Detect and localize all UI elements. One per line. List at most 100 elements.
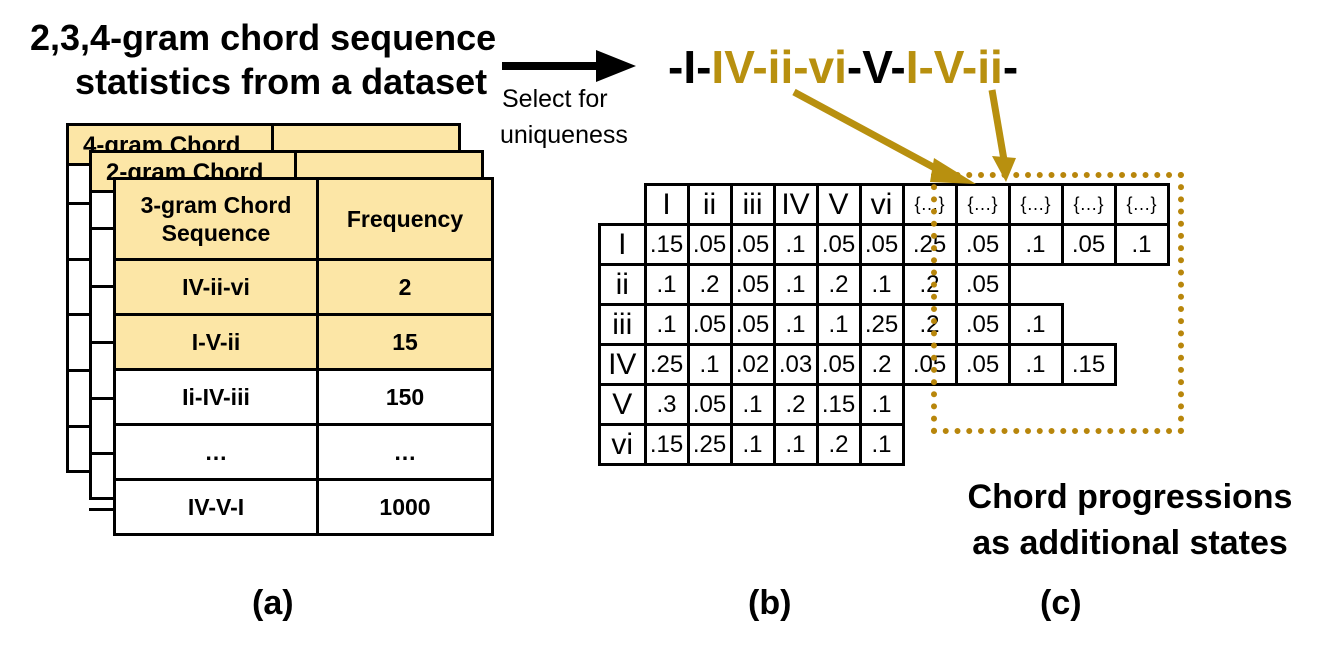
title: 2,3,4-gram chord sequence statistics fro… [30, 16, 496, 104]
row-tick [66, 313, 92, 316]
matrix-extra-header: {…} [1007, 183, 1064, 226]
matrix-cell: .15 [643, 423, 690, 466]
header-sequence: 3-gram Chord Sequence [113, 177, 319, 261]
caption-c-line-1: Chord progressions [967, 478, 1293, 516]
matrix-cell: .1 [858, 383, 905, 426]
caption-c-line-2: as additional states [972, 524, 1288, 562]
matrix-cell: .2 [686, 263, 733, 306]
matrix-extra-cell: .2 [901, 303, 958, 346]
select-arrow [502, 50, 636, 82]
gold-arrows [792, 88, 1016, 184]
matrix-cell: .25 [686, 423, 733, 466]
arrow-ivii-head [992, 156, 1016, 182]
panel-label-a: (a) [252, 584, 294, 622]
sequence-part: -V- [846, 41, 906, 93]
matrix-extra-cell: .05 [954, 343, 1011, 386]
chord-sequence: -I-IV-ii-vi-V-I-V-ii- [668, 40, 1018, 94]
additional-states-box [931, 172, 1184, 434]
arrow-ivii [988, 89, 1008, 161]
matrix-col-header: V [815, 183, 862, 226]
table-3gram-row: …… [113, 423, 494, 481]
row-tick [89, 508, 115, 511]
matrix-extra-cell: .05 [954, 303, 1011, 346]
frequency-cell: 15 [316, 313, 494, 371]
matrix-cell: .05 [686, 303, 733, 346]
matrix-row-header: ii [598, 263, 647, 306]
matrix-cell: .1 [729, 423, 776, 466]
matrix-extra-header: {…} [954, 183, 1011, 226]
matrix-cell: .1 [772, 263, 819, 306]
matrix-cell: .15 [643, 223, 690, 266]
table-3gram-header-row: 3-gram Chord Sequence Frequency [113, 177, 494, 261]
matrix-cell: .1 [686, 343, 733, 386]
sequence-cell: IV-V-I [113, 478, 319, 536]
matrix-row-header: V [598, 383, 647, 426]
matrix-cell: .05 [686, 223, 733, 266]
frequency-cell: 150 [316, 368, 494, 426]
sequence-highlight: I-V-ii [905, 41, 1003, 93]
matrix-cell: .1 [772, 303, 819, 346]
matrix-row-header: iii [598, 303, 647, 346]
matrix-cell: .1 [772, 223, 819, 266]
matrix-cell: .03 [772, 343, 819, 386]
matrix-extra-cell: .1 [1113, 223, 1170, 266]
matrix-row-header: vi [598, 423, 647, 466]
matrix-extra-cell: .15 [1060, 343, 1117, 386]
row-tick [89, 227, 115, 230]
matrix-cell: .1 [729, 383, 776, 426]
title-line-1: 2,3,4-gram chord sequence [30, 17, 497, 58]
matrix-row: I.15.05.05.1.05.05.25.05.1.05.1 [598, 223, 1170, 266]
matrix-cell: .05 [815, 223, 862, 266]
matrix-cell: .1 [815, 303, 862, 346]
matrix-col-header: iii [729, 183, 776, 226]
matrix-cell: .15 [815, 383, 862, 426]
matrix-cell: .02 [729, 343, 776, 386]
matrix-cell: .05 [729, 263, 776, 306]
table-2gram-divider [294, 153, 297, 193]
matrix-extra-cell: .05 [954, 223, 1011, 266]
matrix-col-header: ii [686, 183, 733, 226]
matrix-extra-cell: .1 [1007, 343, 1064, 386]
matrix-corner [600, 185, 646, 225]
matrix-extra-cell: .1 [1007, 303, 1064, 346]
matrix-extra-header: {…} [901, 183, 958, 226]
matrix-extra-cell: .05 [954, 263, 1011, 306]
table-4gram-divider [271, 126, 274, 166]
frequency-cell: 1000 [316, 478, 494, 536]
matrix-cell: .1 [772, 423, 819, 466]
matrix-col-header: I [643, 183, 690, 226]
matrix-extra-cell: .05 [901, 343, 958, 386]
matrix-cell: .2 [858, 343, 905, 386]
matrix-cell: .1 [643, 263, 690, 306]
arrow-ivii-vi-head [930, 158, 976, 184]
matrix-cell: .2 [815, 263, 862, 306]
caption-c: Chord progressions as additional states [960, 474, 1300, 566]
matrix-cell: .2 [815, 423, 862, 466]
frequency-cell: … [316, 423, 494, 481]
arrow-note: Select for uniqueness [500, 84, 628, 150]
row-tick [66, 258, 92, 261]
matrix-cell: .05 [729, 303, 776, 346]
row-tick [89, 285, 115, 288]
row-tick [66, 425, 92, 428]
sequence-cell: IV-ii-vi [113, 258, 319, 316]
frequency-cell: 2 [316, 258, 494, 316]
sequence-highlight: IV-ii-vi [711, 41, 847, 93]
matrix-cell: .2 [772, 383, 819, 426]
title-line-2: statistics from a dataset [75, 61, 488, 102]
matrix-row: IV.25.1.02.03.05.2.05.05.1.15 [598, 343, 1169, 386]
sequence-cell: I-V-ii [113, 313, 319, 371]
matrix-extra-cell: .05 [1060, 223, 1117, 266]
matrix-cell: .05 [858, 223, 905, 266]
arrow-note-line-2: uniqueness [500, 121, 628, 149]
matrix-row-header: I [598, 223, 647, 266]
sequence-cell: … [113, 423, 319, 481]
matrix-extra-cell: .25 [901, 223, 958, 266]
matrix-extra-header: {…} [1060, 183, 1117, 226]
